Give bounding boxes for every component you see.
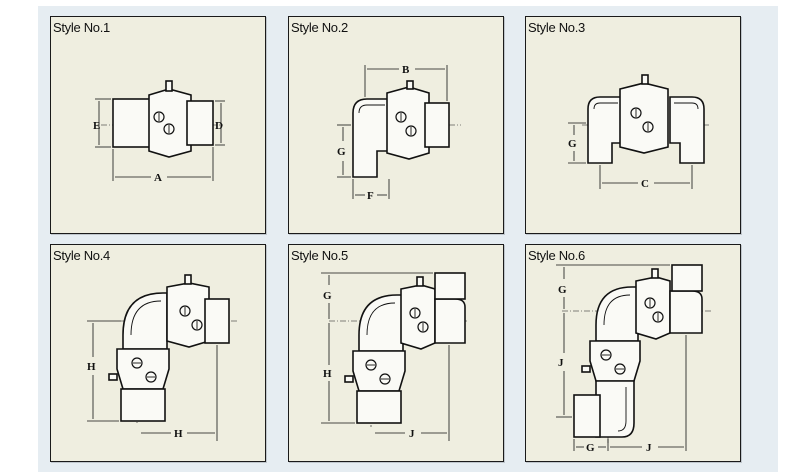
label-h-horizontal: H (174, 428, 183, 440)
label-g: G (568, 138, 577, 150)
label-j-horizontal: J (646, 442, 652, 454)
label-c: C (641, 178, 649, 190)
panel-style-1: Style No.1 E D A (50, 16, 266, 234)
panel-style-4: Style No.4 H (50, 244, 266, 462)
label-g: G (337, 146, 346, 158)
label-g-bottom: G (586, 442, 595, 454)
style-1-drawing: E D A (93, 80, 225, 184)
label-b: B (402, 64, 410, 76)
panel-style-3: Style No.3 G C (525, 16, 741, 234)
panel-title: Style No.2 (291, 20, 348, 35)
label-g-top: G (558, 284, 567, 296)
diagram-frame: Style No.1 E D A Style No (38, 6, 778, 472)
label-j-vertical: J (558, 357, 564, 369)
panel-title: Style No.3 (528, 20, 585, 35)
style-4-drawing: H H (87, 274, 239, 441)
label-d: D (215, 120, 223, 132)
panel-title: Style No.4 (53, 248, 110, 263)
label-h: H (323, 368, 332, 380)
panel-title: Style No.1 (53, 20, 110, 35)
label-a: A (154, 172, 162, 184)
style-3-drawing: G C (568, 74, 710, 190)
label-h-vertical: H (87, 361, 96, 373)
style-6-drawing: G J G J (556, 264, 712, 454)
style-5-drawing: G H J (321, 272, 469, 441)
label-j: J (409, 428, 415, 440)
label-e: E (93, 120, 100, 132)
panel-style-6: Style No.6 G (525, 244, 741, 462)
panel-title: Style No.6 (528, 248, 585, 263)
panel-style-5: Style No.5 G (288, 244, 504, 462)
panel-style-2: Style No.2 B G F (288, 16, 504, 234)
panel-title: Style No.5 (291, 248, 348, 263)
label-g: G (323, 290, 332, 302)
label-f: F (367, 190, 374, 202)
style-2-drawing: B G F (337, 64, 461, 202)
